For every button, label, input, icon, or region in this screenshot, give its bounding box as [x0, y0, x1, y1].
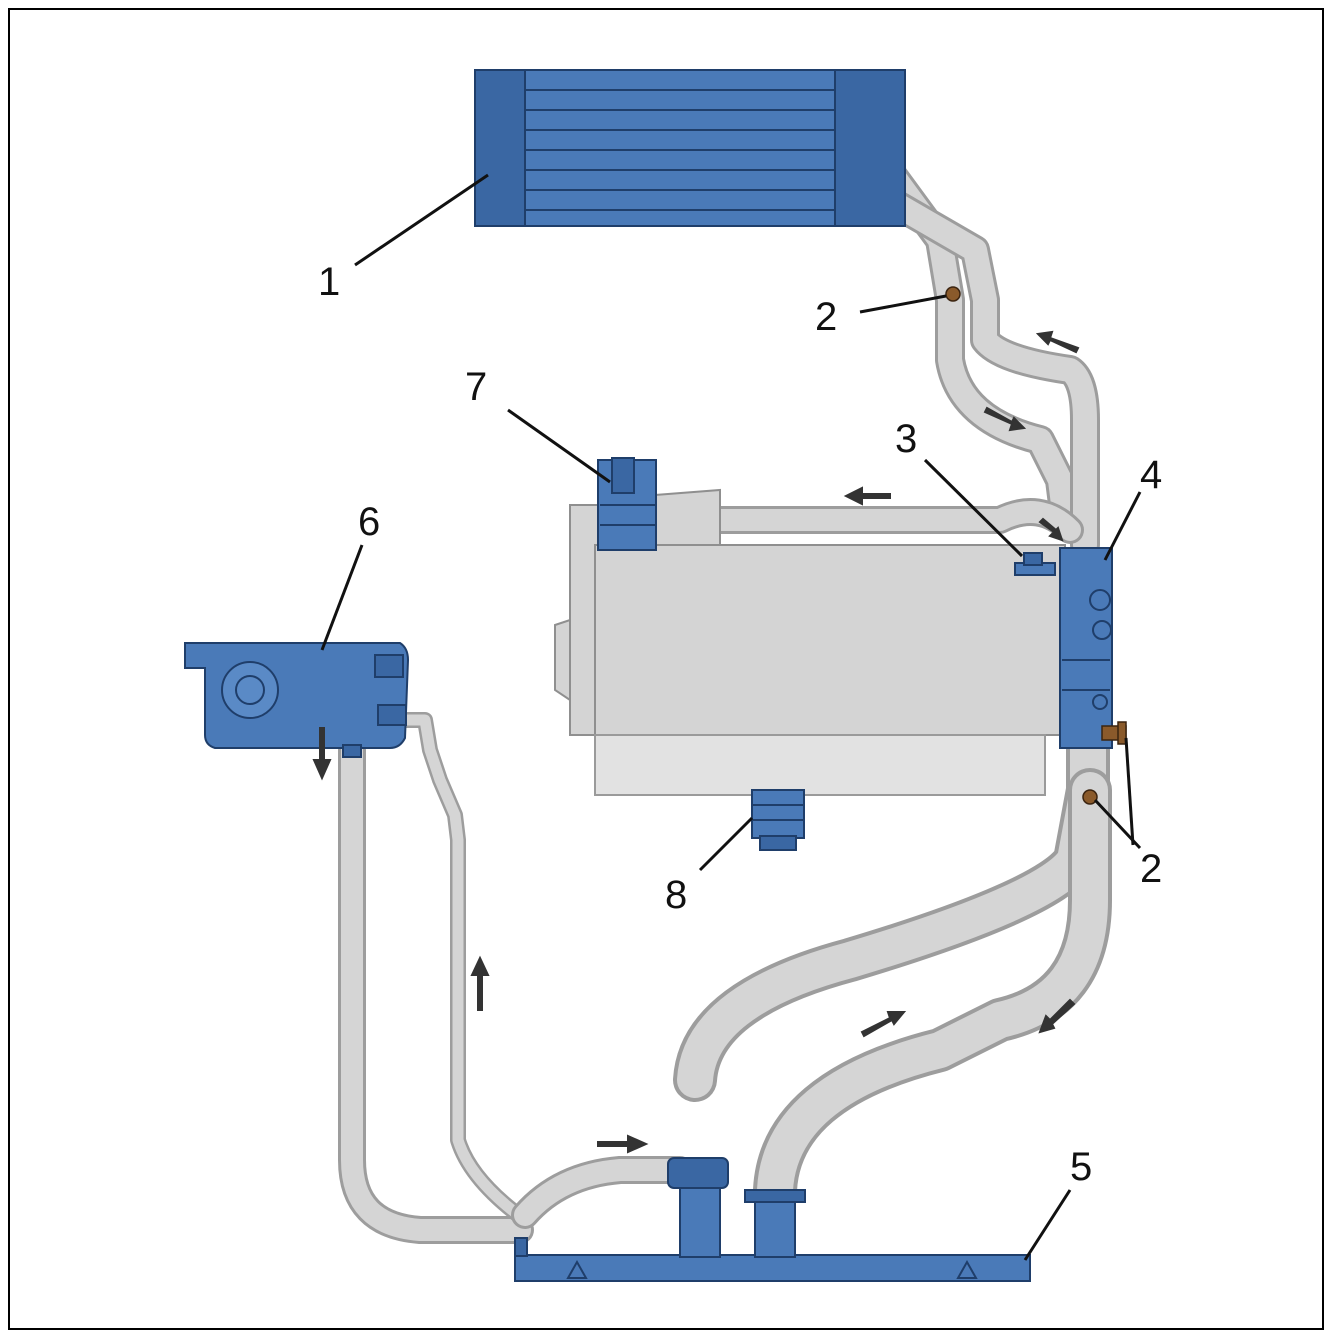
leader-1: [354, 173, 489, 267]
bleed-screw-lower: [1082, 789, 1098, 805]
water-pump: [1059, 547, 1113, 749]
callout-5: 5: [1070, 1145, 1092, 1189]
expansion-tank: [184, 642, 410, 758]
radiator-fins: [525, 89, 835, 211]
callout-1: 1: [318, 260, 340, 304]
flow-arrow: [597, 1134, 649, 1154]
flow-arrows: [312, 330, 1080, 1154]
flow-arrow: [983, 406, 1027, 432]
leader-4: [1103, 491, 1142, 561]
leader-lines: [320, 173, 1142, 1261]
flow-arrow: [1035, 330, 1080, 354]
callout-4: 4: [1140, 453, 1162, 497]
radiator: [474, 69, 906, 227]
flow-arrow: [312, 727, 332, 781]
hose-tank-down: [338, 736, 534, 1244]
leader-5: [1023, 1189, 1072, 1261]
leader-2b-lower: [1093, 798, 1142, 850]
leader-3: [923, 458, 1024, 558]
flow-arrow: [1038, 517, 1064, 542]
callout-3: 3: [895, 417, 917, 461]
callout-8: 8: [665, 873, 687, 917]
oil-cooler: [751, 789, 805, 851]
leader-2a: [859, 294, 947, 314]
flow-arrow: [1038, 998, 1076, 1034]
engine-block: [554, 488, 1066, 796]
bleed-screws: [945, 286, 1127, 805]
leader-2b-pump: [1124, 737, 1135, 846]
flow-arrow: [843, 486, 891, 506]
lower-manifold: [514, 1157, 1031, 1282]
flow-arrow: [860, 1011, 907, 1038]
leader-8: [698, 816, 754, 872]
flow-arrow: [470, 955, 490, 1011]
leader-6: [320, 544, 364, 651]
callout-2-lower: 2: [1140, 847, 1162, 891]
callout-7: 7: [465, 365, 487, 409]
temperature-sensor: [1014, 552, 1056, 576]
leader-7: [507, 408, 611, 484]
thermostat-housing: [597, 457, 657, 551]
callout-6: 6: [358, 500, 380, 544]
hoses: [338, 150, 1112, 1244]
callout-labels: 1 2 2 3 4 5 6 7 8: [318, 260, 1162, 1189]
callout-2-upper: 2: [815, 295, 837, 339]
bleed-screw-upper: [945, 286, 961, 302]
